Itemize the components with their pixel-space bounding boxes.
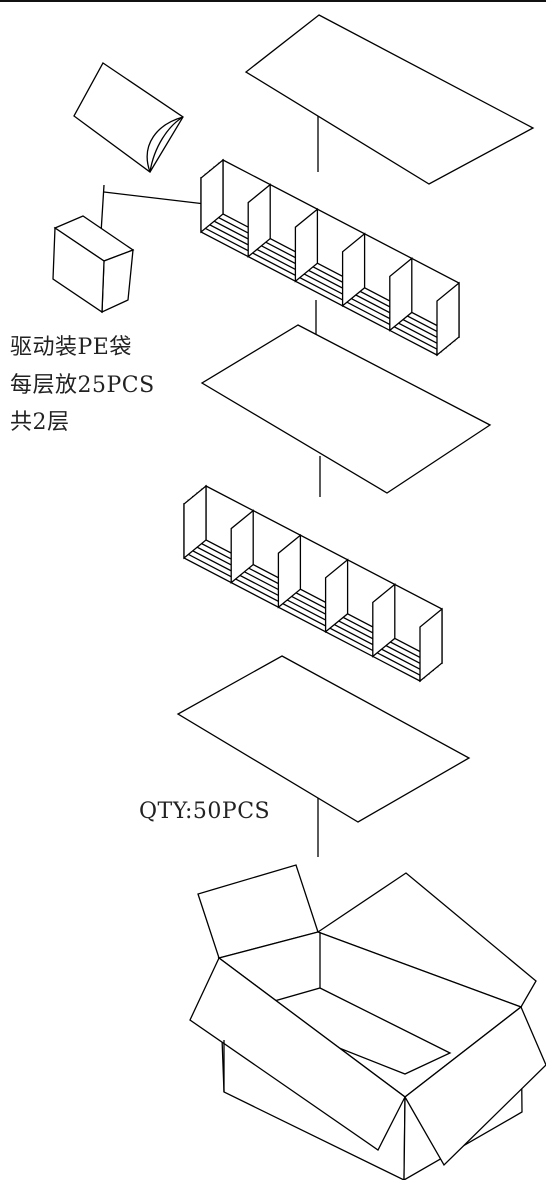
pe-bag-icon [73, 62, 184, 173]
divider-short-panel [200, 158, 224, 234]
divider-short-panel [183, 484, 207, 560]
shipping-carton [189, 864, 546, 1180]
divider-short-panel [341, 232, 366, 308]
divider-short-panel [372, 583, 396, 658]
divider-short-panel [277, 533, 302, 609]
divider-short-panel [389, 257, 413, 332]
divider-short-panel [230, 509, 254, 584]
lower-divider-grid [183, 484, 443, 683]
divider-short-panel [436, 281, 460, 357]
divider-short-panel [294, 207, 319, 283]
top-pad [244, 14, 535, 185]
driver-box-icon [52, 215, 135, 314]
middle-pad [200, 324, 492, 494]
top-border-rule [0, 0, 546, 2]
quantity-label: QTY:50PCS [139, 799, 271, 824]
packing-note-line-1: 驱动装PE袋 [10, 335, 132, 360]
packing-note-line-3: 共2层 [10, 410, 70, 435]
upper-divider-grid [200, 158, 460, 357]
packing-note-line-2: 每层放25PCS [10, 373, 155, 398]
divider-short-panel [324, 558, 349, 634]
bottom-pad [176, 655, 471, 823]
divider-short-panel [419, 607, 443, 683]
divider-short-panel [247, 183, 271, 258]
